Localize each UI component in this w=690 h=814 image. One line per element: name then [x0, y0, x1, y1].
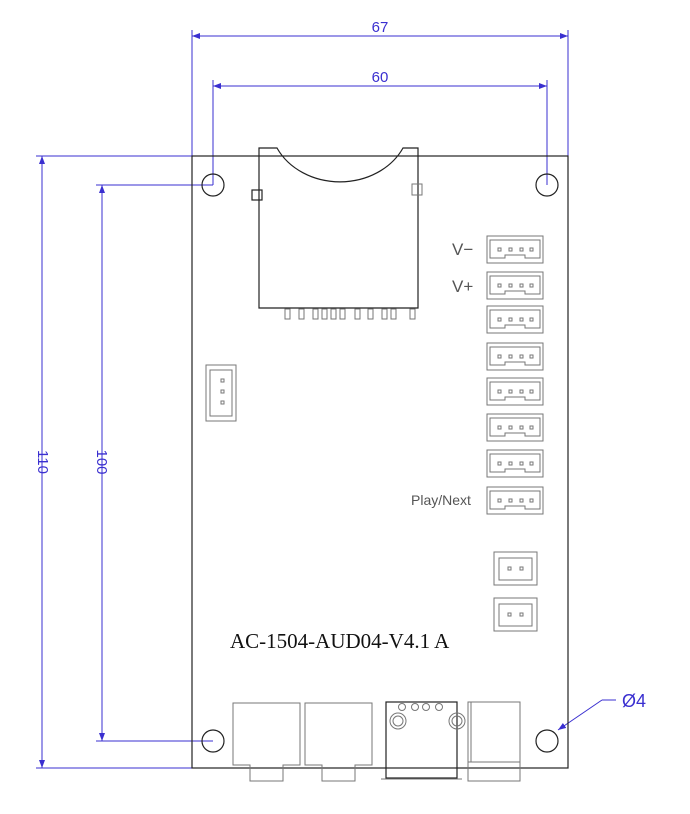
board-label: AC-1504-AUD04-V4.1 A: [230, 629, 450, 653]
dimension-label: 60: [372, 69, 389, 86]
sd-card-slot: [251, 147, 423, 320]
dimension-height-outer: 110: [34, 155, 192, 769]
four-pin-connector: [486, 413, 544, 442]
usb-connector: [381, 701, 466, 780]
four-pin-connector: [486, 377, 544, 406]
dimension-height-holes: 100: [93, 184, 213, 742]
four-pin-connector: [486, 449, 544, 478]
dimension-label: 67: [372, 19, 389, 36]
label-play-next: Play/Next: [411, 492, 471, 508]
board-outline: [191, 155, 569, 769]
four-pin-connector: [486, 235, 544, 264]
label-v-minus: V−: [452, 240, 473, 259]
side-connector: [205, 364, 237, 422]
label-v-plus: V+: [452, 277, 473, 296]
four-pin-connector: [486, 342, 544, 371]
dimension-width-outer: 67: [191, 19, 569, 156]
dimension-width-holes: 60: [212, 69, 548, 185]
dimension-label: 100: [93, 449, 110, 474]
four-pin-connector: [486, 271, 544, 300]
dimension-hole-diameter: Ø4: [557, 691, 646, 731]
two-pin-connector: [493, 597, 538, 632]
dimension-label: 110: [34, 450, 51, 474]
four-pin-connector: [486, 486, 544, 515]
four-pin-connector: [486, 305, 544, 334]
dc-jack: [467, 701, 521, 782]
two-pin-connector: [493, 551, 538, 586]
dimension-label: Ø4: [622, 691, 646, 711]
audio-jack: [232, 702, 301, 782]
audio-jack: [304, 702, 373, 782]
mounting-holes: [201, 173, 559, 753]
